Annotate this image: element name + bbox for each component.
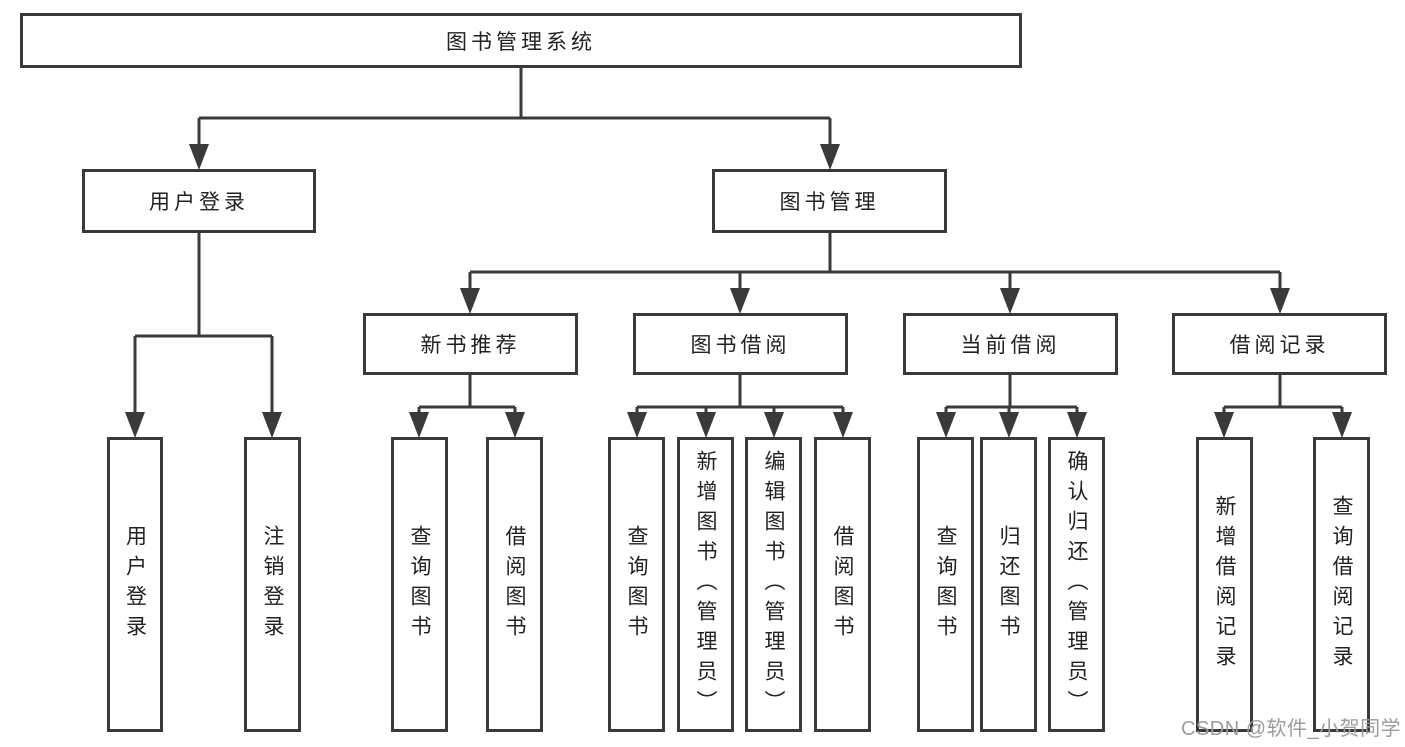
node-label: 确认归还（管理员）	[1065, 449, 1088, 720]
connector-book-borrow-children	[627, 375, 853, 438]
leaf-borrow-book-2: 借阅图书	[814, 437, 871, 732]
node-label: 归还图书	[997, 524, 1020, 645]
connector-current-borrow-children	[936, 375, 1087, 438]
node-label: 查询图书	[625, 524, 648, 645]
node-book-borrow: 图书借阅	[633, 313, 848, 375]
arrowhead	[125, 412, 145, 438]
node-label: 当前借阅	[960, 334, 1061, 357]
node-book-management: 图书管理	[712, 169, 947, 233]
node-label: 借阅图书	[831, 524, 854, 645]
node-label: 新增借阅记录	[1213, 494, 1236, 675]
node-label: 借阅图书	[503, 524, 526, 645]
arrowhead	[1332, 412, 1352, 438]
arrowhead	[189, 144, 209, 170]
node-label: 图书管理	[779, 191, 880, 214]
arrowhead	[999, 412, 1019, 438]
node-root-library-system: 图书管理系统	[20, 13, 1022, 68]
connector-root-to-level2	[189, 68, 840, 170]
node-label: 用户登录	[149, 191, 249, 214]
arrowhead	[696, 412, 716, 438]
connector-user-login-children	[125, 233, 282, 438]
node-label: 注销登录	[261, 524, 284, 645]
node-label: 图书管理系统	[446, 30, 596, 54]
leaf-confirm-return-admin: 确认归还（管理员）	[1048, 437, 1105, 732]
node-label: 用户登录	[123, 524, 147, 645]
arrowhead	[627, 412, 647, 438]
node-user-login: 用户登录	[82, 169, 316, 233]
leaf-query-book-1: 查询图书	[391, 437, 448, 732]
node-label: 编辑图书（管理员）	[762, 449, 785, 720]
leaf-query-book-2: 查询图书	[608, 437, 665, 732]
node-current-borrow: 当前借阅	[903, 313, 1118, 375]
arrowhead	[764, 412, 784, 438]
node-label: 借阅记录	[1229, 334, 1330, 357]
arrowhead	[820, 144, 840, 170]
connector-borrow-record-children	[1214, 375, 1352, 438]
arrowhead	[1214, 412, 1234, 438]
leaf-add-borrow-record: 新增借阅记录	[1196, 437, 1253, 732]
node-label: 图书借阅	[690, 334, 791, 357]
node-label: 新书推荐	[420, 334, 521, 357]
csdn-watermark: CSDN @软件_小贺同学	[1181, 718, 1402, 740]
arrowhead	[936, 412, 956, 438]
node-label: 新增图书（管理员）	[694, 449, 717, 720]
arrowhead	[833, 412, 853, 438]
connector-new-book-children	[409, 375, 525, 438]
arrowhead	[1000, 288, 1020, 314]
connector-book-management-children	[460, 233, 1290, 314]
leaf-logout: 注销登录	[244, 437, 301, 732]
arrowhead	[730, 288, 750, 314]
arrowhead	[505, 412, 525, 438]
arrowhead	[460, 288, 480, 314]
leaf-add-book-admin: 新增图书（管理员）	[677, 437, 734, 732]
arrowhead	[262, 412, 282, 438]
leaf-query-book-3: 查询图书	[917, 437, 974, 732]
node-label: 查询图书	[408, 524, 431, 645]
leaf-return-book: 归还图书	[980, 437, 1037, 732]
node-label: 查询图书	[934, 524, 957, 645]
arrowhead	[1067, 412, 1087, 438]
arrowhead	[1270, 288, 1290, 314]
leaf-user-login: 用户登录	[107, 437, 163, 732]
leaf-query-borrow-record: 查询借阅记录	[1313, 437, 1370, 732]
leaf-edit-book-admin: 编辑图书（管理员）	[745, 437, 802, 732]
leaf-borrow-book-1: 借阅图书	[486, 437, 543, 732]
arrowhead	[409, 412, 429, 438]
node-new-book-recommend: 新书推荐	[363, 313, 578, 375]
node-borrow-record: 借阅记录	[1172, 313, 1387, 375]
node-label: 查询借阅记录	[1330, 494, 1353, 675]
